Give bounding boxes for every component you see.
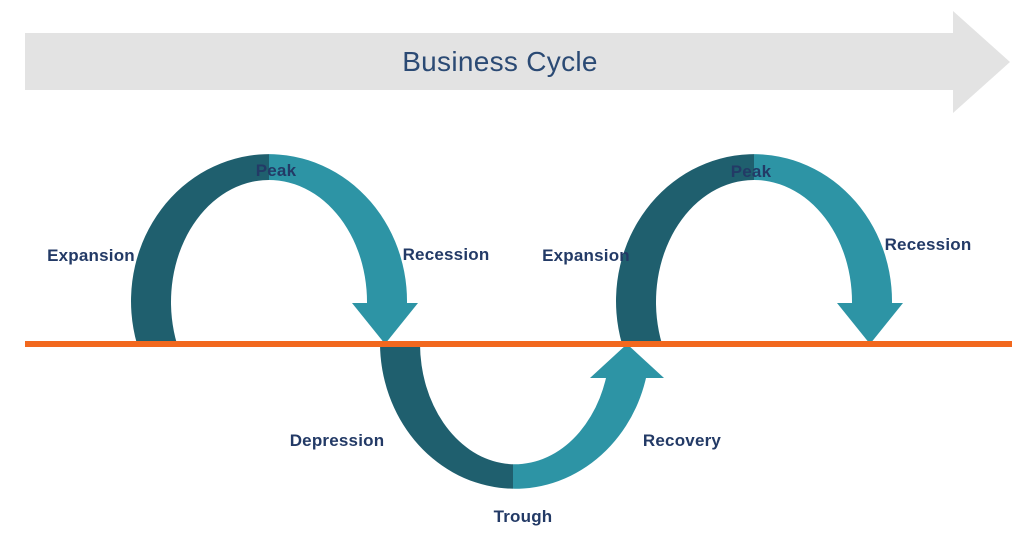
phase-label-recession-2: Recession bbox=[884, 235, 972, 254]
cycle-arc-expansion-recession-1 bbox=[131, 154, 408, 344]
cycle-arc-expansion-recession-2 bbox=[616, 154, 893, 344]
phase-label-trough: Trough bbox=[493, 507, 553, 526]
arrow-up-icon-recovery bbox=[590, 344, 664, 378]
phase-label-depression: Depression bbox=[289, 431, 385, 450]
phase-label-recession-1: Recession bbox=[402, 245, 490, 264]
arrow-down-icon-recession-2 bbox=[837, 303, 903, 344]
arrow-down-icon-recession-1 bbox=[352, 303, 418, 344]
page-title: Business Cycle bbox=[402, 46, 598, 77]
right-arrow-banner-icon bbox=[25, 11, 1010, 113]
phase-label-peak-2: Peak bbox=[730, 162, 772, 181]
cycle-arc-depression-recovery bbox=[380, 344, 646, 489]
phase-label-peak-1: Peak bbox=[255, 161, 297, 180]
phase-label-recovery: Recovery bbox=[642, 431, 722, 450]
trend-baseline bbox=[25, 341, 1012, 347]
phase-label-expansion-2: Expansion bbox=[542, 246, 630, 265]
phase-label-expansion-1: Expansion bbox=[47, 246, 135, 265]
